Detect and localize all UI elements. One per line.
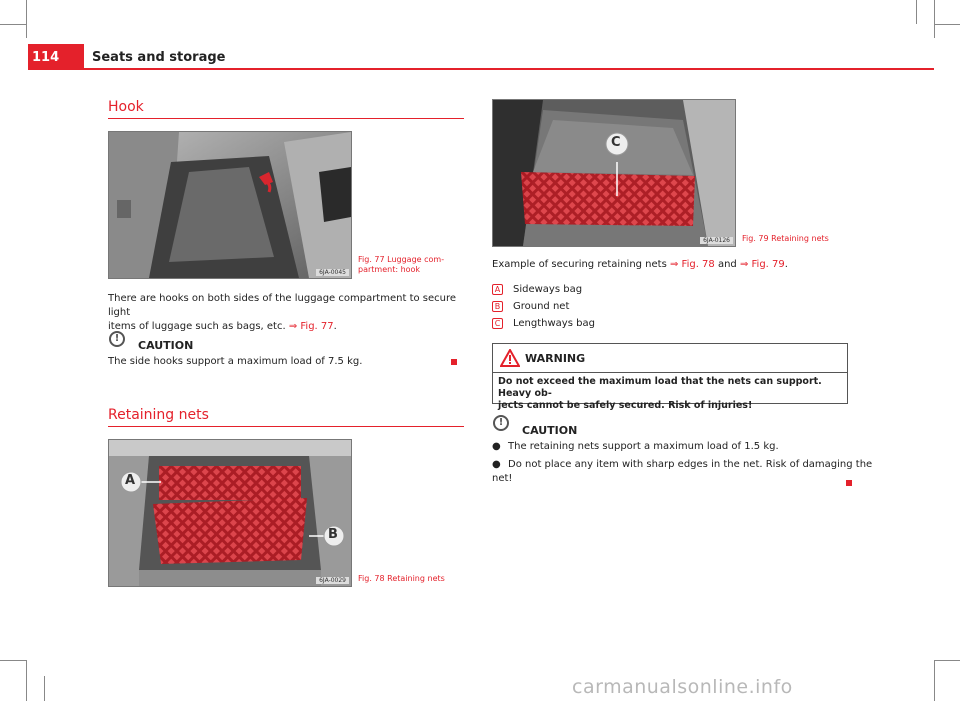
figure-77-caption: Fig. 77 Luggage com- partment: hook [358,255,445,274]
header-tab [28,44,84,68]
label-c: C [611,135,621,150]
warning-title: WARNING [525,352,586,365]
caution-text: The side hooks support a maximum load of… [108,356,363,367]
label-b: B [328,527,338,542]
example-paragraph: Example of securing retaining nets ⇒ Fig… [492,259,788,270]
hook-paragraph: There are hooks on both sides of the lug… [108,293,457,332]
warning-header: WARNING [493,344,847,372]
crop-mark [934,660,935,701]
section-end-marker [846,480,852,486]
figure-code: 6JA-0126 [700,237,733,244]
crop-mark [0,660,26,661]
warning-text: Do not exceed the maximum load that the … [498,376,822,411]
legend-text-a: Sideways bag [513,284,583,295]
legend-badge-b: B [492,301,503,312]
crop-mark [934,0,935,38]
section-heading-retaining-nets: Retaining nets [108,407,209,423]
fig-77-link[interactable]: ⇒ Fig. 77 [288,321,334,332]
crop-mark [934,660,960,661]
crop-mark [44,676,45,701]
figure-code: 6JA-0045 [316,269,349,276]
crop-mark [916,0,917,24]
crop-mark [26,0,27,38]
section-rule [108,426,464,427]
legend-badge-a: A [492,284,503,295]
warning-box: WARNING Do not exceed the maximum load t… [492,343,848,411]
page-number: 114 [32,50,60,65]
warning-triangle-icon [500,349,520,367]
figure-79-caption: Fig. 79 Retaining nets [742,234,829,243]
legend-badge-c: C [492,318,503,329]
header-title: Seats and storage [92,50,226,65]
section-end-marker [451,359,457,365]
figure-78-image: A B 6JA-0029 [108,439,352,587]
caution-icon: ! [109,331,125,347]
figure-78-caption: Fig. 78 Retaining nets [358,574,445,583]
watermark: carmanualsonline.info [572,676,793,698]
legend-text-c: Lengthways bag [513,318,595,329]
header-rule [28,68,934,70]
figure-79-image: C 6JA-0126 [492,99,736,247]
crop-mark [934,24,960,25]
crop-mark [26,660,27,701]
fig-78-link[interactable]: ⇒ Fig. 78 [669,259,715,270]
warning-divider [493,372,847,373]
caution-title: CAUTION [138,339,194,352]
legend-text-b: Ground net [513,301,570,312]
section-rule [108,118,464,119]
figure-code: 6JA-0029 [316,577,349,584]
caution-icon: ! [493,415,509,431]
label-a: A [125,473,136,488]
crop-mark [0,24,26,25]
fig-79-link[interactable]: ⇒ Fig. 79 [739,259,785,270]
figure-77-image: 6JA-0045 [108,131,352,279]
caution-title: CAUTION [522,424,578,437]
section-heading-hook: Hook [108,99,144,115]
